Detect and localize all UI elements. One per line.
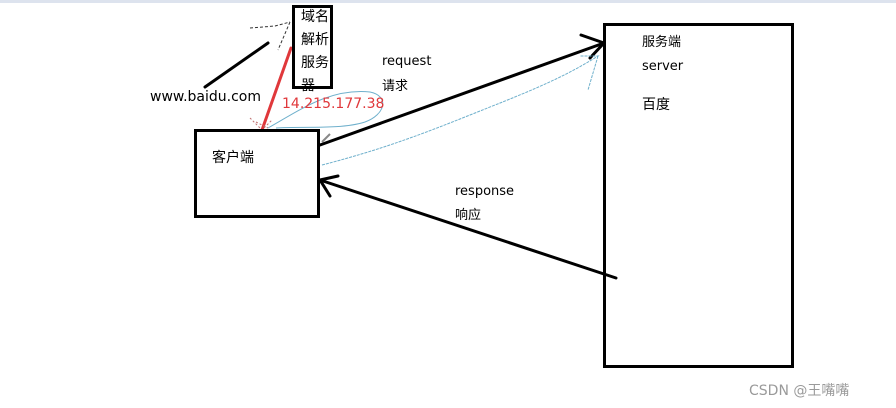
dns-server-node: 域名 解析 服务器 bbox=[292, 5, 333, 94]
server-node bbox=[603, 23, 794, 368]
response-arrowhead bbox=[318, 174, 340, 198]
dns-server-line-2: 解析 bbox=[301, 32, 329, 48]
ip-address-label: 14.215.177.38 bbox=[282, 96, 385, 112]
sketch-request-path bbox=[321, 55, 600, 166]
sketch-pencil-mark bbox=[321, 133, 331, 143]
window-top-band bbox=[0, 0, 896, 3]
server-label-zh: 服务端 bbox=[642, 35, 682, 50]
server-label-en: server bbox=[642, 59, 684, 74]
sketch-dashed-arrow bbox=[249, 21, 291, 51]
response-label-en: response bbox=[455, 184, 515, 199]
domain-label: www.baidu.com bbox=[150, 89, 261, 105]
dns-server-line-3: 服务器 bbox=[301, 55, 329, 94]
edge-response-arrow bbox=[318, 178, 618, 280]
response-label-zh: 响应 bbox=[455, 208, 482, 223]
request-label-en: request bbox=[382, 54, 432, 69]
edge-request-arrow bbox=[318, 41, 606, 147]
edge-domain-to-dns bbox=[203, 41, 270, 89]
client-label: 客户端 bbox=[212, 150, 254, 166]
server-label-baidu: 百度 bbox=[642, 97, 670, 113]
request-label-zh: 请求 bbox=[382, 79, 409, 94]
client-node bbox=[194, 129, 320, 218]
edge-dns-to-client bbox=[260, 46, 293, 132]
csdn-watermark: CSDN @王嘴嘴 bbox=[749, 383, 850, 399]
dns-server-line-1: 域名 bbox=[301, 9, 329, 25]
sketch-ip-loop bbox=[267, 91, 383, 129]
